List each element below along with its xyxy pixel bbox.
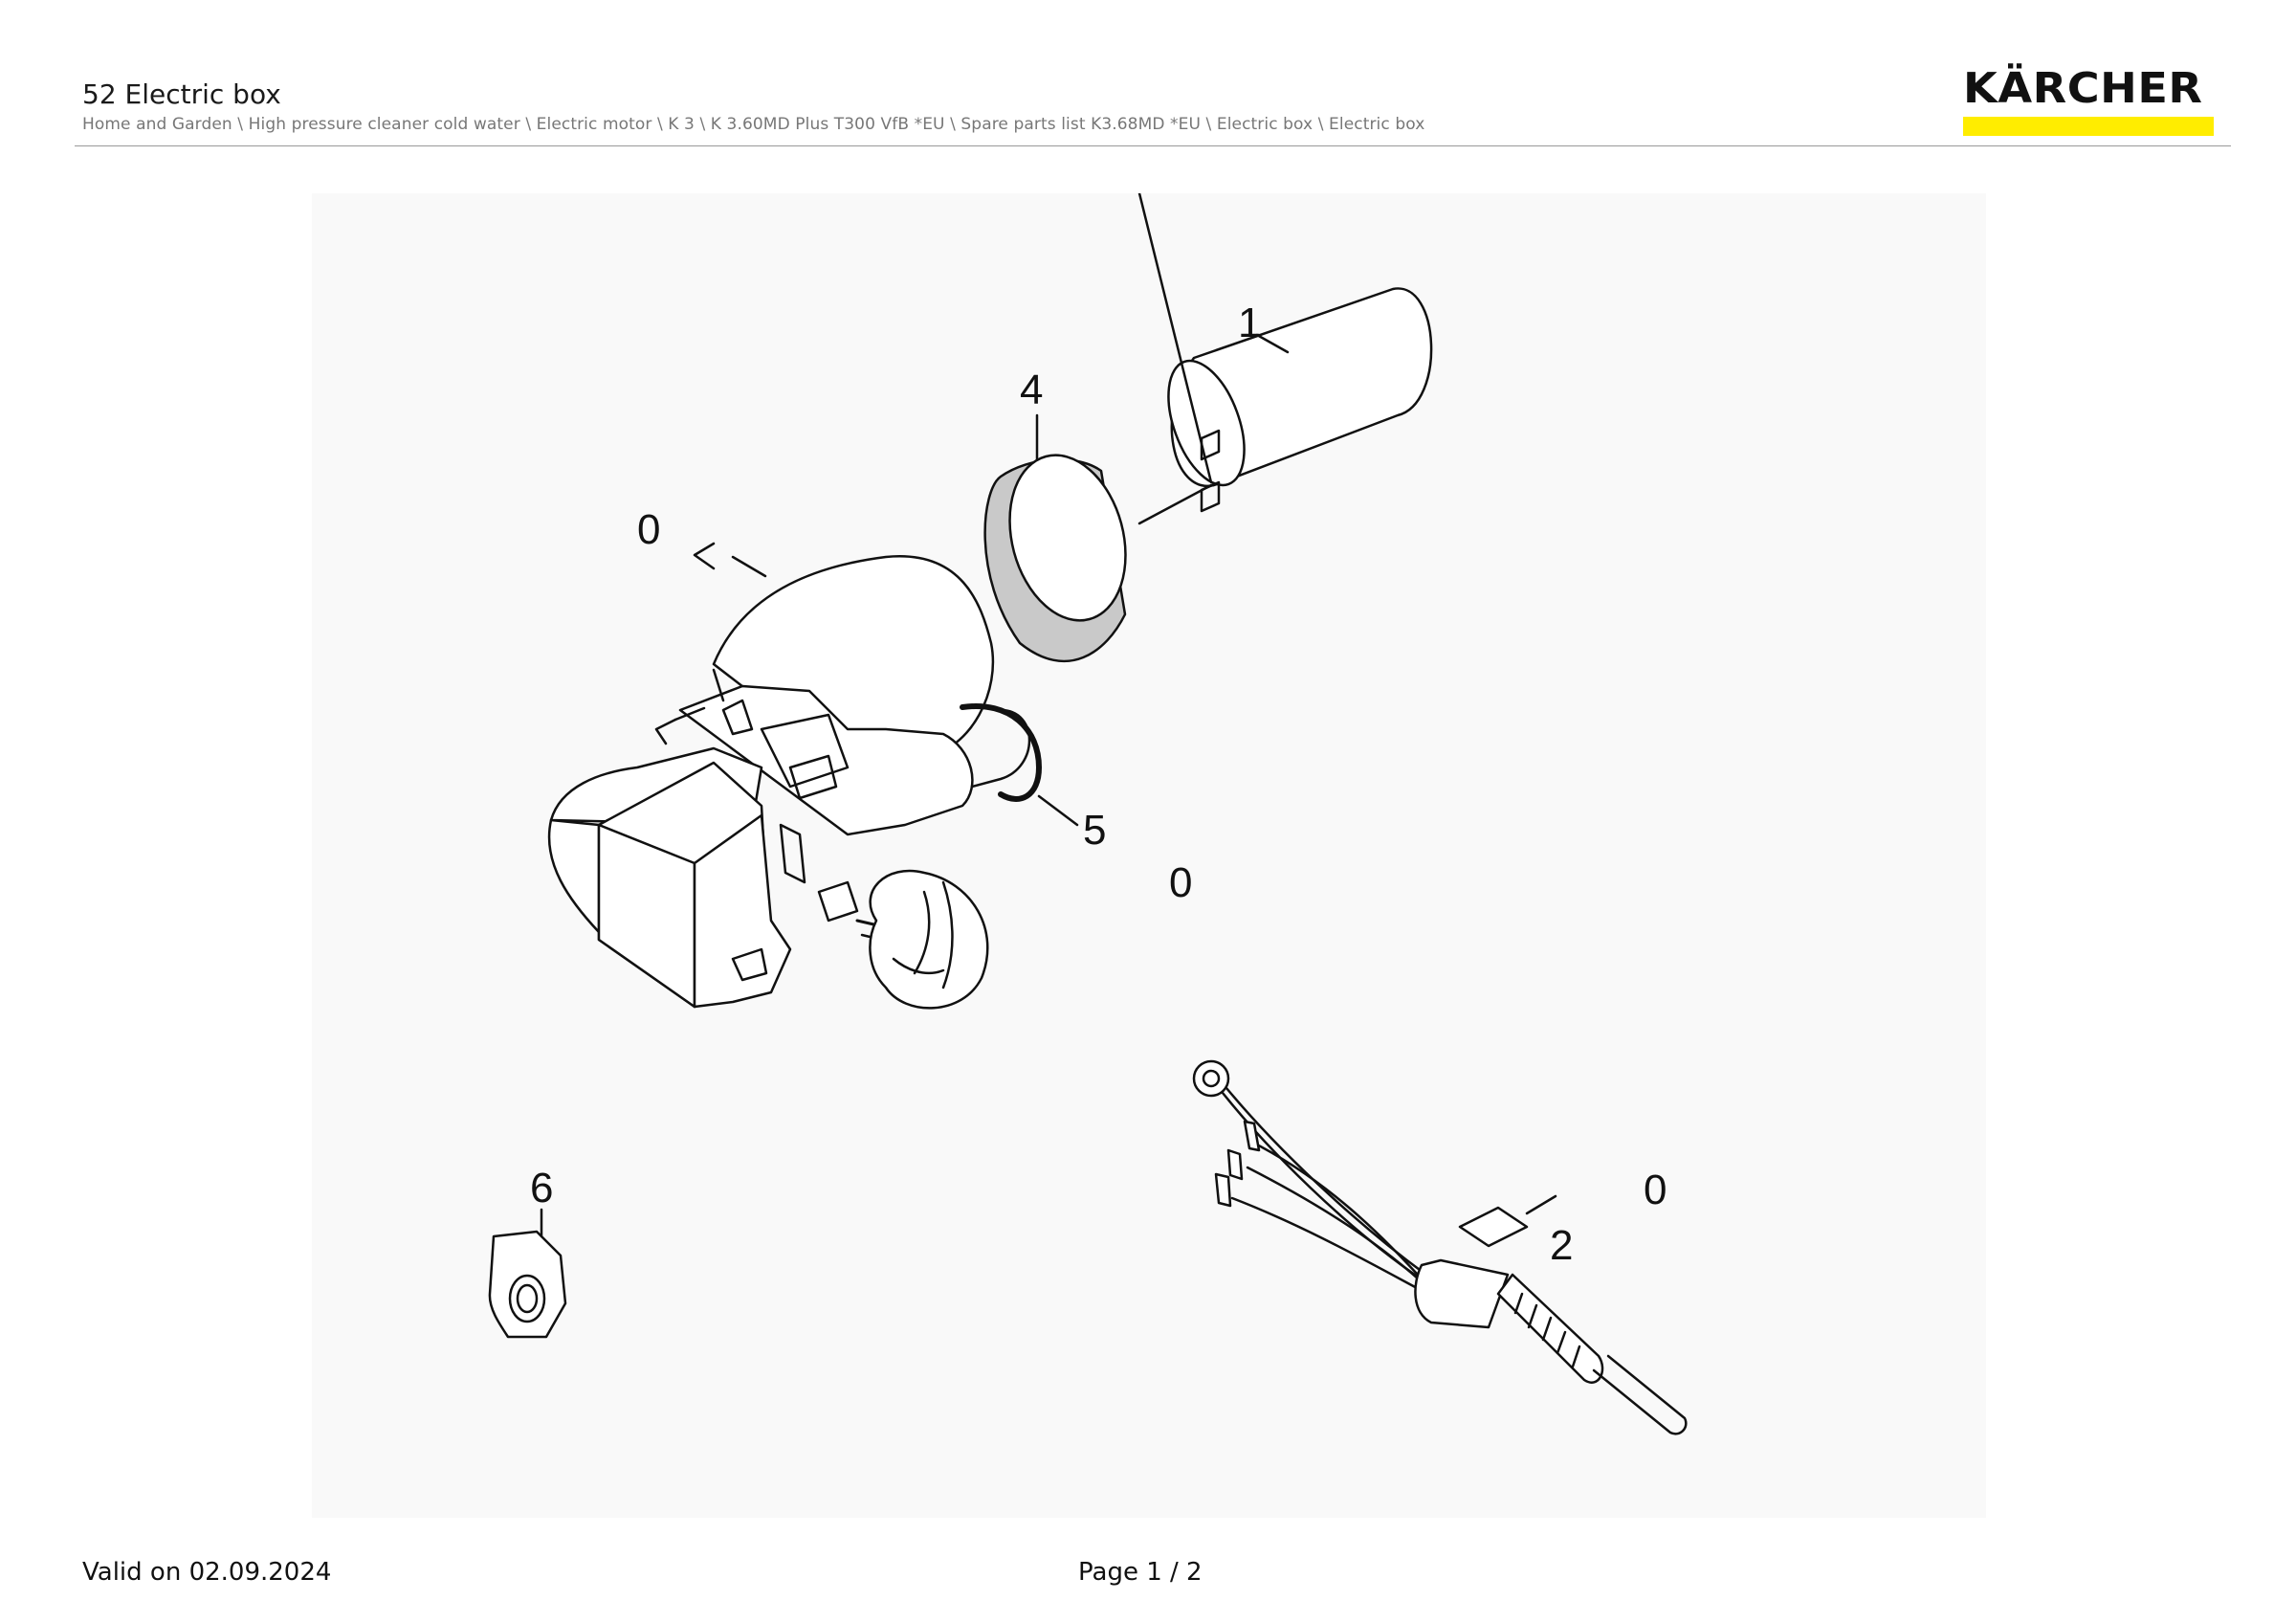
callout-label: 0 (1169, 859, 1192, 906)
page-header: 52 Electric box Home and Garden \ High p… (82, 78, 2214, 134)
logo-wordmark: KÄRCHER (1963, 64, 2203, 113)
header-divider (75, 145, 2231, 146)
cable-bundle-part (1192, 1059, 1688, 1435)
callout-label: 1 (1238, 300, 1261, 346)
callout-label: 2 (1550, 1222, 1573, 1269)
callout-label: 5 (1083, 807, 1106, 854)
part-callouts: 1 4 0 5 0 6 0 2 (530, 300, 1667, 1269)
logo-yellow-bar (1963, 117, 2214, 136)
ring-part (983, 413, 1127, 663)
callout-label: 0 (637, 506, 660, 553)
validity-date: Valid on 02.09.2024 (82, 1558, 332, 1587)
motor-assembly (547, 542, 1031, 1009)
parts-diagram-svg: 1 4 0 5 0 6 0 2 (488, 193, 1688, 1435)
knob-part (869, 869, 989, 1010)
karcher-logo: KÄRCHER (1963, 65, 2216, 136)
cable-loop-part (960, 703, 1079, 827)
page-number: Page 1 / 2 (1078, 1558, 1203, 1587)
capacitor-part (1137, 193, 1433, 525)
callout-label: 6 (530, 1165, 553, 1212)
gasket-part (488, 1208, 567, 1339)
callout-label: 0 (1644, 1167, 1667, 1213)
page-title: 52 Electric box (82, 78, 281, 110)
exploded-parts-drawing: 1 4 0 5 0 6 0 2 (312, 193, 1986, 1518)
breadcrumb: Home and Garden \ High pressure cleaner … (82, 115, 1425, 134)
callout-label: 4 (1020, 367, 1043, 413)
